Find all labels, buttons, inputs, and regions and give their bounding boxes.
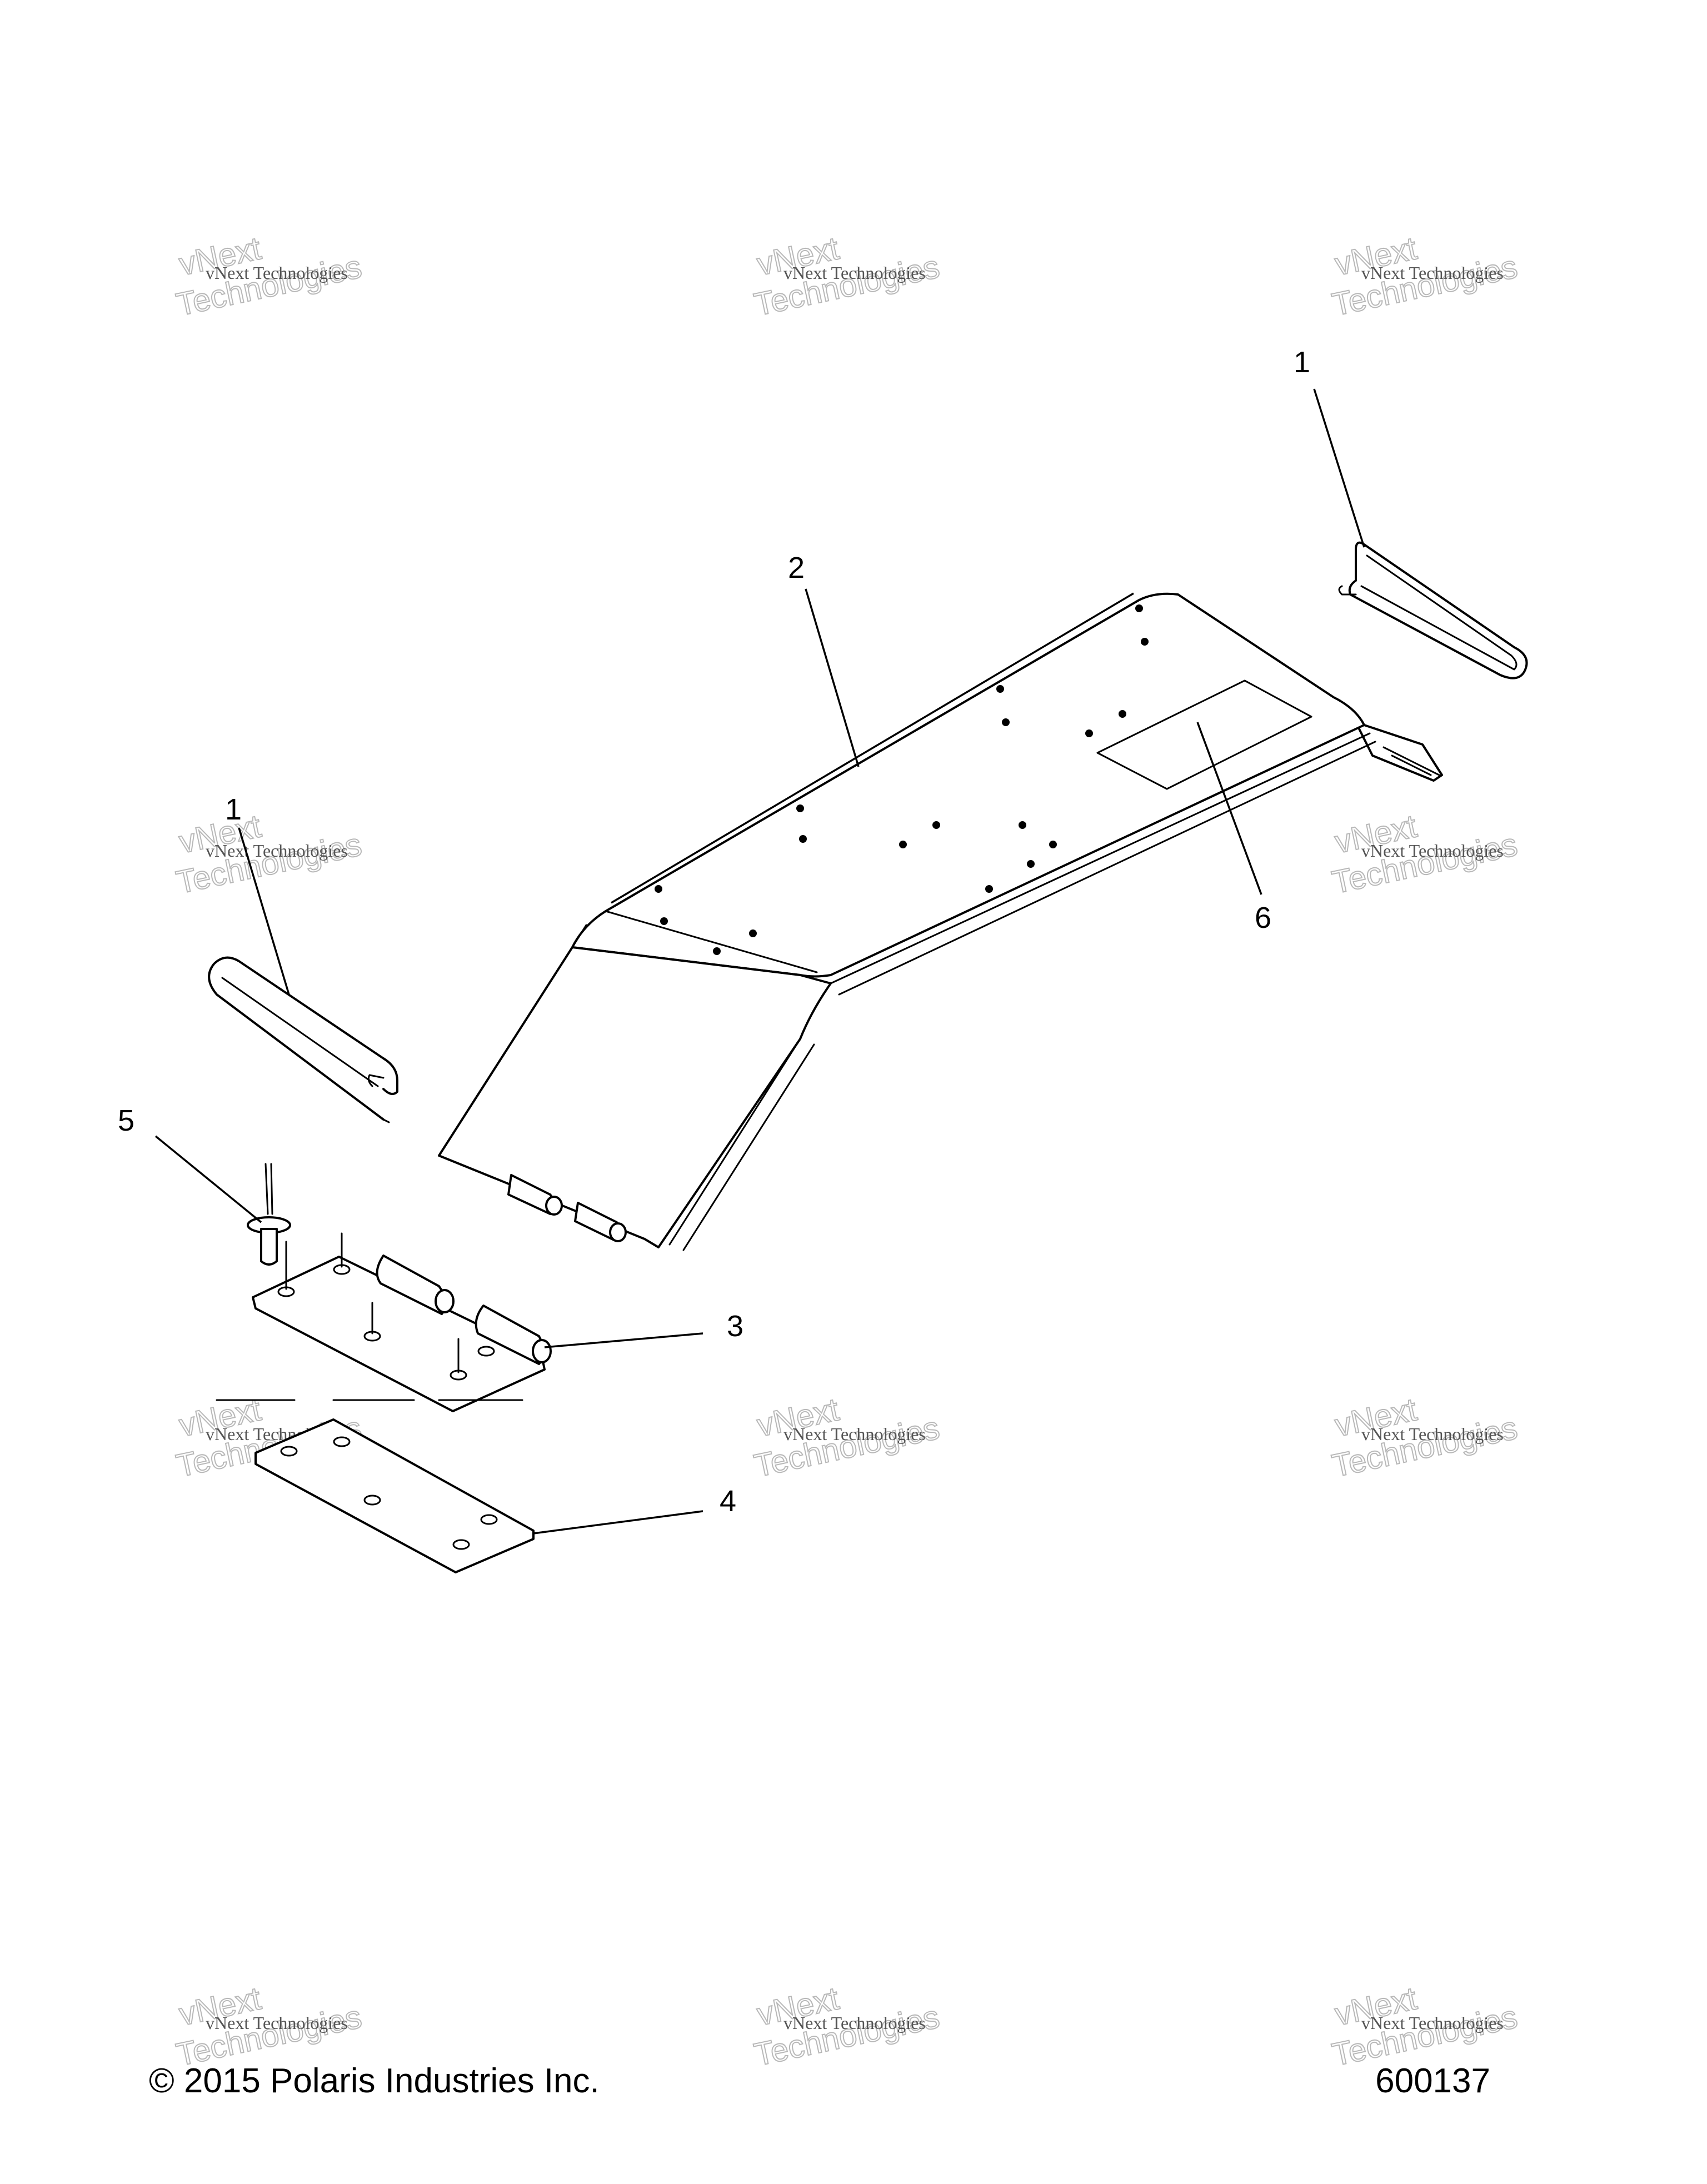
callout-right-rod: 1 <box>1294 346 1310 379</box>
copyright-notice: © 2015 Polaris Industries Inc. <box>149 2062 600 2100</box>
panel-back-edge <box>611 592 1134 904</box>
watermark-4: vNext Technologies vNext Technologies <box>173 807 366 901</box>
leader-panel <box>805 588 860 767</box>
decal-part <box>1096 679 1312 790</box>
watermark-text: vNext Technologies <box>1361 263 1504 283</box>
callout-rivet: 5 <box>118 1104 134 1137</box>
leader-plate <box>533 1510 703 1535</box>
leader-decal <box>1196 722 1262 895</box>
leader-right-rod <box>1313 388 1365 548</box>
watermark-text: vNext Technologies <box>783 2013 926 2033</box>
panel-front-slope <box>438 946 832 1248</box>
watermark-11: vNext Technologies vNext Technologies <box>751 1980 944 2073</box>
leader-lines <box>154 388 1365 1535</box>
watermark-text: vNext Technologies <box>1361 2013 1504 2033</box>
watermark-9: vNext Technologies vNext Technologies <box>1329 1391 1521 1485</box>
watermark-1: vNext Technologies vNext Technologies <box>173 229 366 323</box>
watermark-12: vNext Technologies vNext Technologies <box>1329 1980 1521 2073</box>
callout-panel: 2 <box>788 551 805 584</box>
watermark-text: vNext Technologies <box>206 841 348 861</box>
callout-labels: 1 1 2 3 4 5 6 <box>118 346 1310 1518</box>
leader-rivet <box>154 1135 262 1223</box>
watermark-text: vNext Technologies <box>1361 841 1504 861</box>
panel-holes <box>655 604 1149 955</box>
callout-left-rod: 1 <box>225 793 242 826</box>
panel-part <box>438 592 1443 1251</box>
watermark-text: vNext Technologies <box>783 1424 926 1444</box>
watermark-grid: vNext Technologies vNext Technologies vN… <box>173 229 1521 2073</box>
panel-bend-line <box>571 910 818 973</box>
callout-decal: 6 <box>1255 901 1271 934</box>
watermark-10: vNext Technologies vNext Technologies <box>173 1980 366 2073</box>
watermark-text: vNext Technologies <box>206 2013 348 2033</box>
rivet-part <box>247 1163 291 1266</box>
callout-plate: 4 <box>720 1485 736 1518</box>
watermark-6: vNext Technologies vNext Technologies <box>1329 807 1521 901</box>
panel-hinge-knuckles <box>507 1174 627 1242</box>
watermark-2: vNext Technologies vNext Technologies <box>751 229 944 323</box>
right-rod-part <box>1338 541 1528 679</box>
watermark-text: vNext Technologies <box>783 263 926 283</box>
watermark-text: vNext Technologies <box>1361 1424 1504 1444</box>
panel-end-detail <box>1382 746 1440 776</box>
left-rod-part <box>208 956 398 1123</box>
figure-number: 600137 <box>1375 2062 1490 2100</box>
watermark-text: vNext Technologies <box>206 263 348 283</box>
plate-part <box>254 1418 535 1573</box>
hinge-part <box>216 1232 552 1412</box>
leader-hinge <box>544 1332 703 1348</box>
callout-hinge: 3 <box>727 1310 743 1343</box>
panel-edge <box>668 732 1376 1251</box>
watermark-8: vNext Technologies vNext Technologies <box>751 1391 944 1485</box>
panel-end-flange <box>1355 721 1443 782</box>
watermark-3: vNext Technologies vNext Technologies <box>1329 229 1521 323</box>
leader-left-rod <box>238 827 290 995</box>
